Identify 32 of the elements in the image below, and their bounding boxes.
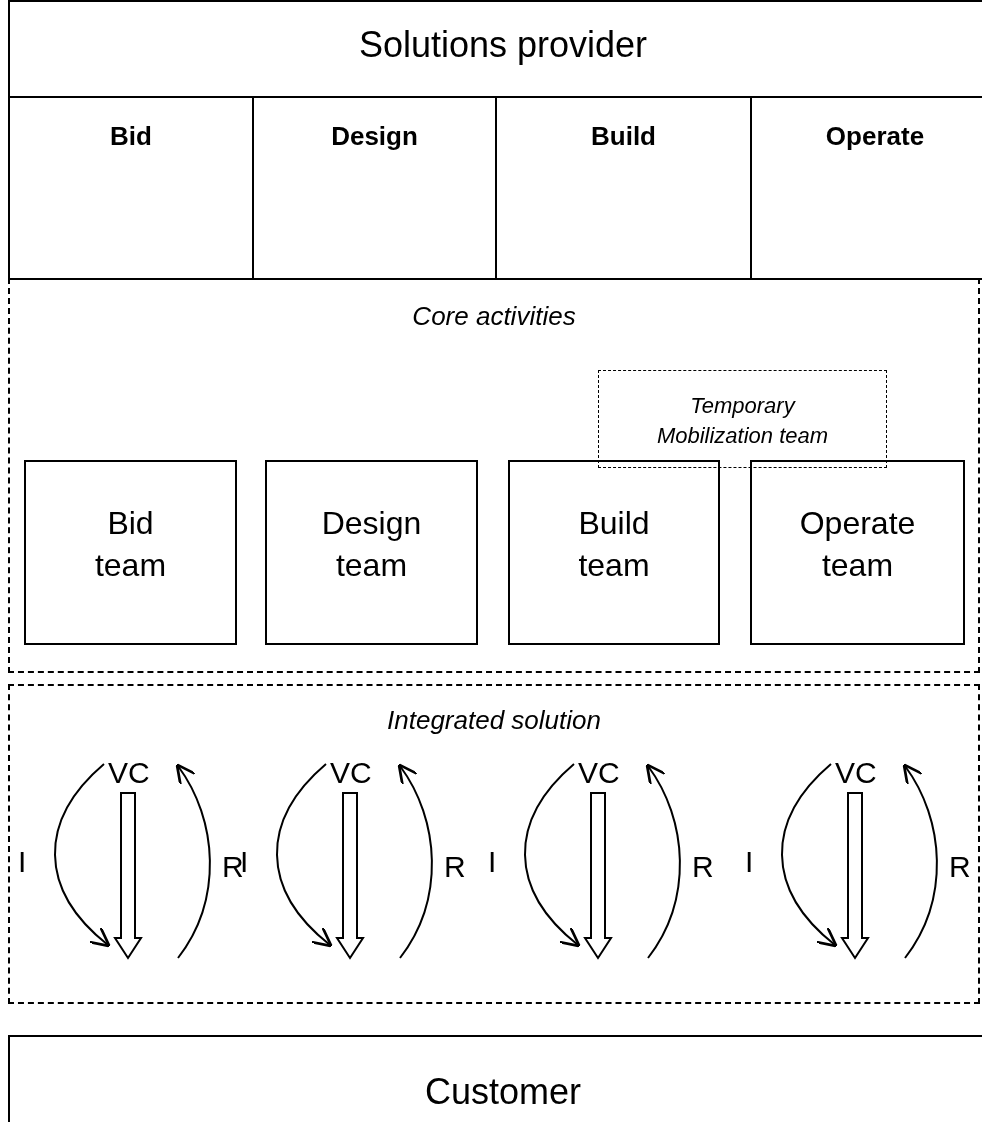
arrow-label: VC <box>108 758 150 788</box>
arrow-label: I <box>488 847 497 877</box>
header-box <box>8 0 982 98</box>
team-box <box>750 460 965 645</box>
column-heading: Bid <box>109 120 153 152</box>
box-label: Build team <box>577 504 651 585</box>
box-title: Customer <box>423 1071 582 1113</box>
dashed-box <box>598 370 887 468</box>
box-label: Design team <box>320 504 423 585</box>
box-label: Temporary Mobilization team <box>655 392 830 450</box>
arrow-label: I <box>745 847 754 877</box>
team-box <box>265 460 478 645</box>
arrow-label: I <box>18 847 27 877</box>
column-heading: Design <box>330 120 419 152</box>
dashed-region <box>8 278 980 673</box>
region-title: Integrated solution <box>386 704 602 736</box>
arrow-label: VC <box>578 758 620 788</box>
column-heading: Operate <box>824 120 926 152</box>
team-box <box>24 460 237 645</box>
box-title: Solutions provider <box>357 24 649 66</box>
arrow-label: VC <box>330 758 372 788</box>
arrow-label: R <box>949 852 971 882</box>
arrow-label: VC <box>835 758 877 788</box>
arrow-label: R <box>444 852 466 882</box>
arrow-label: R <box>692 852 714 882</box>
region-title: Core activities <box>411 300 577 332</box>
team-box <box>508 460 720 645</box>
box-label: Operate team <box>798 504 917 585</box>
dashed-region <box>8 684 980 1004</box>
customer-box <box>8 1035 982 1122</box>
column-heading: Build <box>590 120 657 152</box>
box-label: Bid team <box>93 504 168 585</box>
